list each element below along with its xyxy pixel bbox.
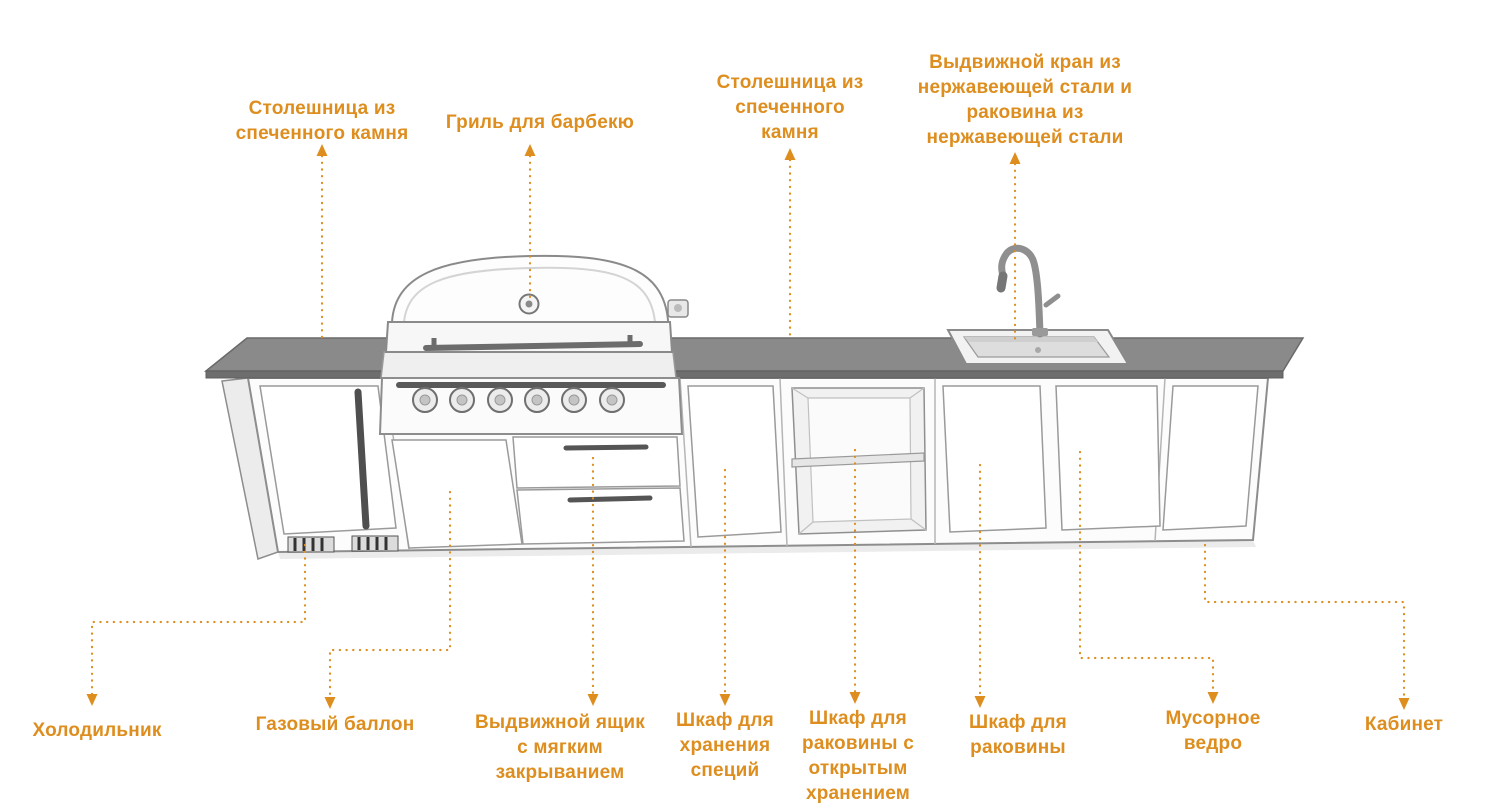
faucet [996, 244, 1061, 338]
grill-knob [487, 387, 513, 413]
bbq-grill [378, 254, 689, 549]
grill-temp-gauge-center [525, 300, 533, 308]
callout-label-trash-bin: Мусорное ведро [1165, 708, 1261, 755]
callout-label-fridge: Холодильник [32, 720, 162, 741]
right-cabinet-door [1162, 385, 1259, 531]
callout-arrow-sink-cabinet [974, 696, 986, 708]
countertop [203, 337, 1305, 379]
callout-label-countertop-right: Столешница из спеченного камня [716, 72, 864, 144]
faucet-gooseneck [998, 244, 1044, 338]
fridge-vent-left [287, 536, 335, 553]
callout-arrow-countertop-right [784, 148, 796, 160]
sink-cabinet-door-left [942, 385, 1047, 533]
sink-basin-shadow [964, 337, 1098, 342]
callout-line-cabinet [1203, 543, 1406, 700]
faucet-lever [1043, 293, 1061, 308]
sink [946, 329, 1130, 365]
callout-arrow-open-sink-cabinet [849, 692, 861, 704]
grill-knob [599, 387, 625, 413]
callout-arrow-soft-close-drawer [587, 694, 599, 706]
fridge [259, 385, 399, 553]
grill-knob [524, 387, 550, 413]
callout-label-cabinet: Кабинет [1364, 714, 1444, 735]
grill-knob [561, 387, 587, 413]
grill-control-panel [378, 377, 684, 435]
grill-knob [449, 387, 475, 413]
shelf-board [791, 452, 925, 468]
callout-label-gas-cylinder: Газовый баллон [255, 714, 415, 735]
callout-line-fridge [90, 543, 307, 696]
callout-arrow-trash-bin [1207, 692, 1219, 704]
fridge-door [259, 385, 397, 535]
grill-cabinet-door [391, 439, 523, 549]
faucet-sprayer [996, 271, 1008, 293]
callout-arrow-cabinet [1398, 698, 1410, 710]
sink-drain [1035, 347, 1041, 353]
callout-arrow-faucet-sink [1009, 152, 1021, 164]
callout-arrow-countertop-left [316, 144, 328, 156]
callout-arrow-gas-cylinder [324, 697, 336, 709]
callout-arrow-fridge [86, 694, 98, 706]
callout-label-countertop-left: Столешница из спеченного камня [235, 98, 409, 145]
callout-label-spice-cabinet: Шкаф для хранения специй [676, 710, 774, 782]
grill-lid-handle [423, 335, 643, 351]
faucet-base [1032, 328, 1048, 336]
callout-line-trash-bin [1078, 450, 1215, 694]
grill-drawer-bottom [516, 487, 685, 545]
grill-side-knob [667, 299, 689, 318]
callout-label-open-sink-cabinet: Шкаф для раковины с открытым хранением [802, 708, 914, 805]
grill-drawer-top [512, 436, 681, 489]
grill-knob [412, 387, 438, 413]
callout-line-gas-cylinder [328, 490, 452, 699]
callout-label-faucet-sink: Выдвижной кран из нержавеющей стали и ра… [917, 52, 1133, 149]
fridge-handle [354, 388, 370, 530]
spice-cabinet-door [687, 385, 782, 538]
countertop-front-edge [205, 370, 1284, 379]
fridge-vent-right [351, 535, 399, 552]
grill-hood-contour [403, 266, 656, 323]
callout-label-soft-close-drawer: Выдвижной ящик с мягким закрыванием [475, 712, 645, 784]
grill-firebox [380, 351, 677, 379]
cabinet-seam [679, 377, 692, 548]
callout-lines [86, 144, 1410, 710]
grill-vent-slot [396, 382, 666, 388]
callout-label-sink-cabinet: Шкаф для раковины [969, 712, 1067, 759]
callout-label-grill: Гриль для барбекю [445, 112, 635, 133]
countertop-surface [203, 337, 1305, 372]
callout-arrow-grill [524, 144, 536, 156]
floor-shadow [278, 540, 1256, 559]
callout-arrow-spice-cabinet [719, 694, 731, 706]
cabinet-seam [779, 377, 788, 547]
open-shelf-cabinet [791, 387, 927, 535]
sink-cabinet-door-right [1055, 385, 1161, 531]
